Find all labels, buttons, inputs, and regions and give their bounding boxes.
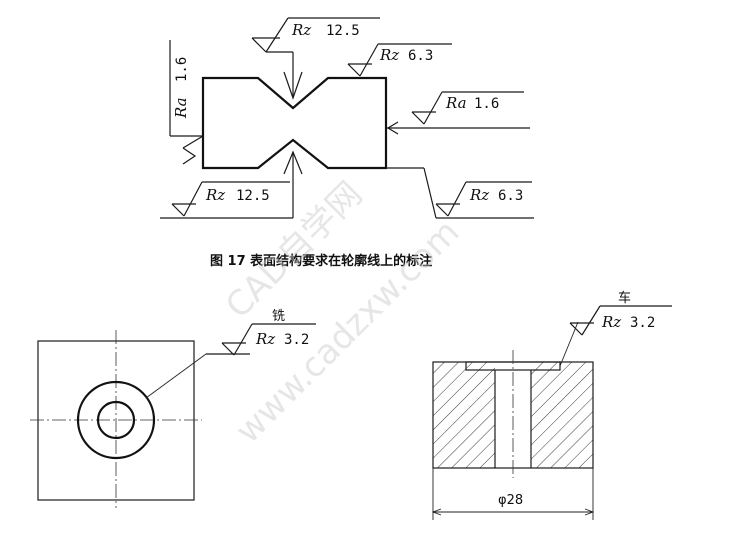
callout-symbol: Rz: [469, 186, 489, 204]
callout-value: 3.2: [284, 332, 309, 348]
callout-value: 1.6: [174, 57, 190, 82]
callout-value: 3.2: [630, 315, 655, 331]
watermark: CAD自学网 www.cadzxw.com: [218, 174, 467, 451]
callout-bottom-rz: Rz 12.5: [160, 150, 303, 219]
callout-symbol: Rz: [255, 330, 275, 348]
figure-17: Rz 12.5 Rz 6.3 Ra 1.6: [160, 17, 534, 269]
callout-symbol: Ra: [445, 94, 467, 112]
callout-value: 6.3: [408, 48, 433, 64]
callout-symbol: Rz: [601, 313, 621, 331]
callout-value: 6.3: [498, 188, 523, 204]
callout-symbol: Rz: [205, 186, 225, 204]
callout-value: 12.5: [236, 188, 270, 204]
lower-left-part: 铣 Rz 3.2: [30, 309, 316, 508]
callout-right-ra: Ra 1.6: [386, 91, 530, 135]
figure-caption: 图 17 表面结构要求在轮廓线上的标注: [210, 253, 432, 269]
callout-top-rz: Rz 12.5: [251, 17, 380, 100]
process-label: 铣: [272, 309, 285, 324]
callout-value: 12.5: [326, 23, 360, 39]
process-label: 车: [618, 290, 631, 306]
callout-symbol: Rz: [379, 46, 399, 64]
callout-top-right-rz: Rz 6.3: [347, 43, 452, 77]
callout-symbol: Ra: [172, 97, 190, 119]
callout-left-ra: Ra 1.6: [169, 40, 204, 165]
callout-symbol: Rz: [291, 21, 311, 39]
lower-right-part: φ28 车 Rz 3.2: [431, 290, 672, 520]
callout-bottom-right-rz: Rz 6.3: [386, 167, 534, 219]
callout-value: 1.6: [474, 96, 499, 112]
diameter-dimension: φ28: [498, 493, 523, 508]
